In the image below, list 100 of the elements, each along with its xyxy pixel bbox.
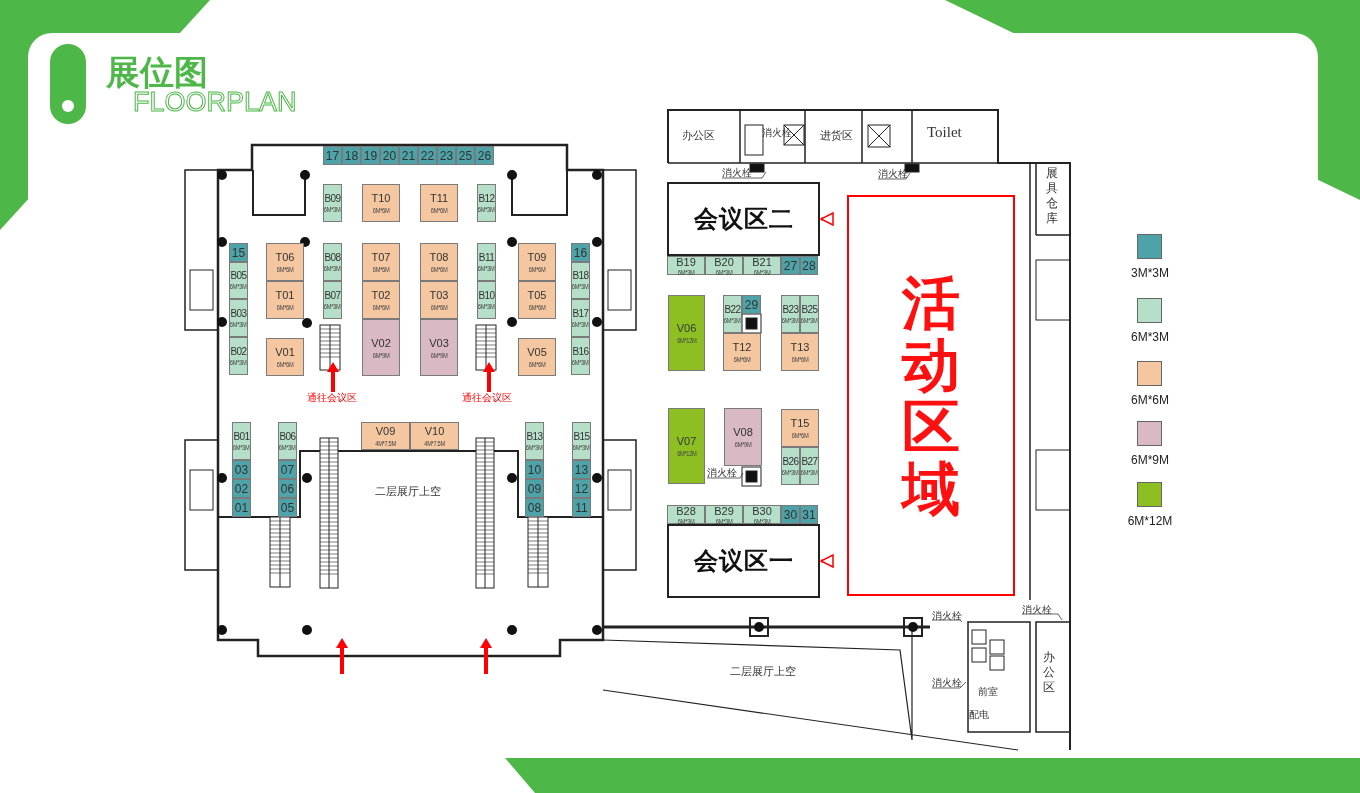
booth-number: 30 (783, 507, 798, 522)
legend-label: 6M*6M (1130, 393, 1170, 407)
area-name: 活动区域 (899, 271, 961, 520)
meeting-room (667, 524, 820, 598)
room-name: 会议区一 (693, 546, 794, 576)
room-label: 进货区 (820, 129, 853, 142)
booth (361, 422, 410, 450)
booth (266, 281, 304, 319)
room-label: 办公区 (682, 129, 715, 142)
booth (232, 422, 251, 460)
booth (323, 243, 342, 281)
booth-number: B16 (572, 345, 589, 357)
booth (420, 184, 458, 222)
booth-number: B13 (526, 430, 543, 442)
booth (571, 262, 590, 299)
booth (518, 338, 556, 376)
booth-number: T08 (429, 250, 449, 264)
booth-number: 19 (363, 148, 378, 163)
booth-number: T01 (275, 288, 295, 302)
booth-number: B08 (324, 251, 341, 263)
booth (667, 505, 705, 524)
booth-number: T05 (527, 288, 547, 302)
room-label: 前室 (978, 686, 998, 698)
booth (781, 447, 800, 485)
booth (266, 338, 304, 376)
booth-number: 29 (744, 297, 759, 312)
booth (705, 256, 743, 275)
booth (229, 262, 248, 299)
booth-number: 28 (802, 258, 816, 273)
booth (743, 256, 781, 275)
booth (571, 299, 590, 337)
booth (668, 408, 705, 484)
booth (229, 299, 248, 337)
room-label: Toilet (927, 123, 962, 141)
booth-number: V07 (676, 434, 697, 448)
booth-number: B30 (752, 503, 772, 518)
booth-number: T10 (371, 191, 391, 205)
hydrant-label: 消火栓 (1022, 604, 1052, 616)
booth-number: T03 (429, 288, 449, 302)
booth-number: 22 (420, 148, 435, 163)
hydrant-label: 消火栓 (932, 610, 962, 622)
booth (477, 243, 496, 281)
booth-number: B25 (801, 303, 818, 315)
booth (705, 505, 743, 524)
activity-area (847, 195, 1015, 596)
booth-number: V01 (275, 345, 295, 359)
booth-number: 07 (280, 462, 295, 477)
booth-number: 03 (234, 462, 249, 477)
booth-number: T02 (371, 288, 391, 302)
booth-number: 18 (344, 148, 359, 163)
booth-number: B02 (230, 345, 247, 357)
booth (667, 256, 705, 275)
booth (800, 447, 819, 485)
booth-number: 26 (477, 148, 492, 163)
arrow (820, 554, 834, 568)
booth (518, 281, 556, 319)
booth (362, 281, 400, 319)
legend-label: 6M*9M (1130, 453, 1170, 467)
booth-number: 11 (575, 500, 588, 515)
booth-number: T06 (275, 250, 295, 264)
booth-number: 15 (231, 245, 246, 260)
booth-number: 06 (280, 481, 295, 496)
booth-number: 25 (458, 148, 473, 163)
booth (410, 422, 459, 450)
booth (362, 243, 400, 281)
booth-number: V08 (733, 425, 753, 439)
hydrant-label: 消火栓 (932, 677, 962, 689)
booth-number: T12 (732, 340, 752, 354)
booth-number: V09 (375, 424, 396, 438)
booth-number: 31 (802, 507, 816, 522)
hydrant-label: 消火栓 (878, 168, 908, 180)
booth-number: B28 (676, 503, 696, 518)
booth-number: 13 (574, 462, 589, 477)
booth-number: 17 (325, 148, 340, 163)
direction-label: 通往会议区 (307, 392, 357, 404)
booth-number: 10 (527, 462, 542, 477)
page-title: 展位图 (106, 52, 208, 91)
booth-number: V06 (676, 321, 697, 335)
booth (518, 243, 556, 281)
booth-number: 16 (573, 245, 588, 260)
booth-number: B21 (752, 254, 772, 269)
booth (781, 295, 800, 333)
booth-number: B15 (573, 430, 590, 442)
booth-number: 01 (234, 500, 249, 515)
booth (572, 422, 591, 460)
booth-number: V03 (429, 335, 449, 350)
booth (723, 333, 761, 371)
booth (477, 184, 496, 222)
booth-number: B20 (714, 254, 734, 269)
booth-number: B01 (233, 430, 250, 442)
booth-number: V05 (527, 345, 547, 359)
booth-number: 27 (783, 258, 798, 273)
booth (477, 281, 496, 319)
booth-number: B27 (801, 455, 818, 467)
room-label: 办公区 (1043, 650, 1055, 695)
booth (229, 337, 248, 375)
booth-number: B09 (324, 192, 341, 204)
booth-number: T13 (790, 340, 810, 354)
room-label: 配电 (969, 709, 989, 721)
booth-number: B22 (724, 303, 741, 315)
